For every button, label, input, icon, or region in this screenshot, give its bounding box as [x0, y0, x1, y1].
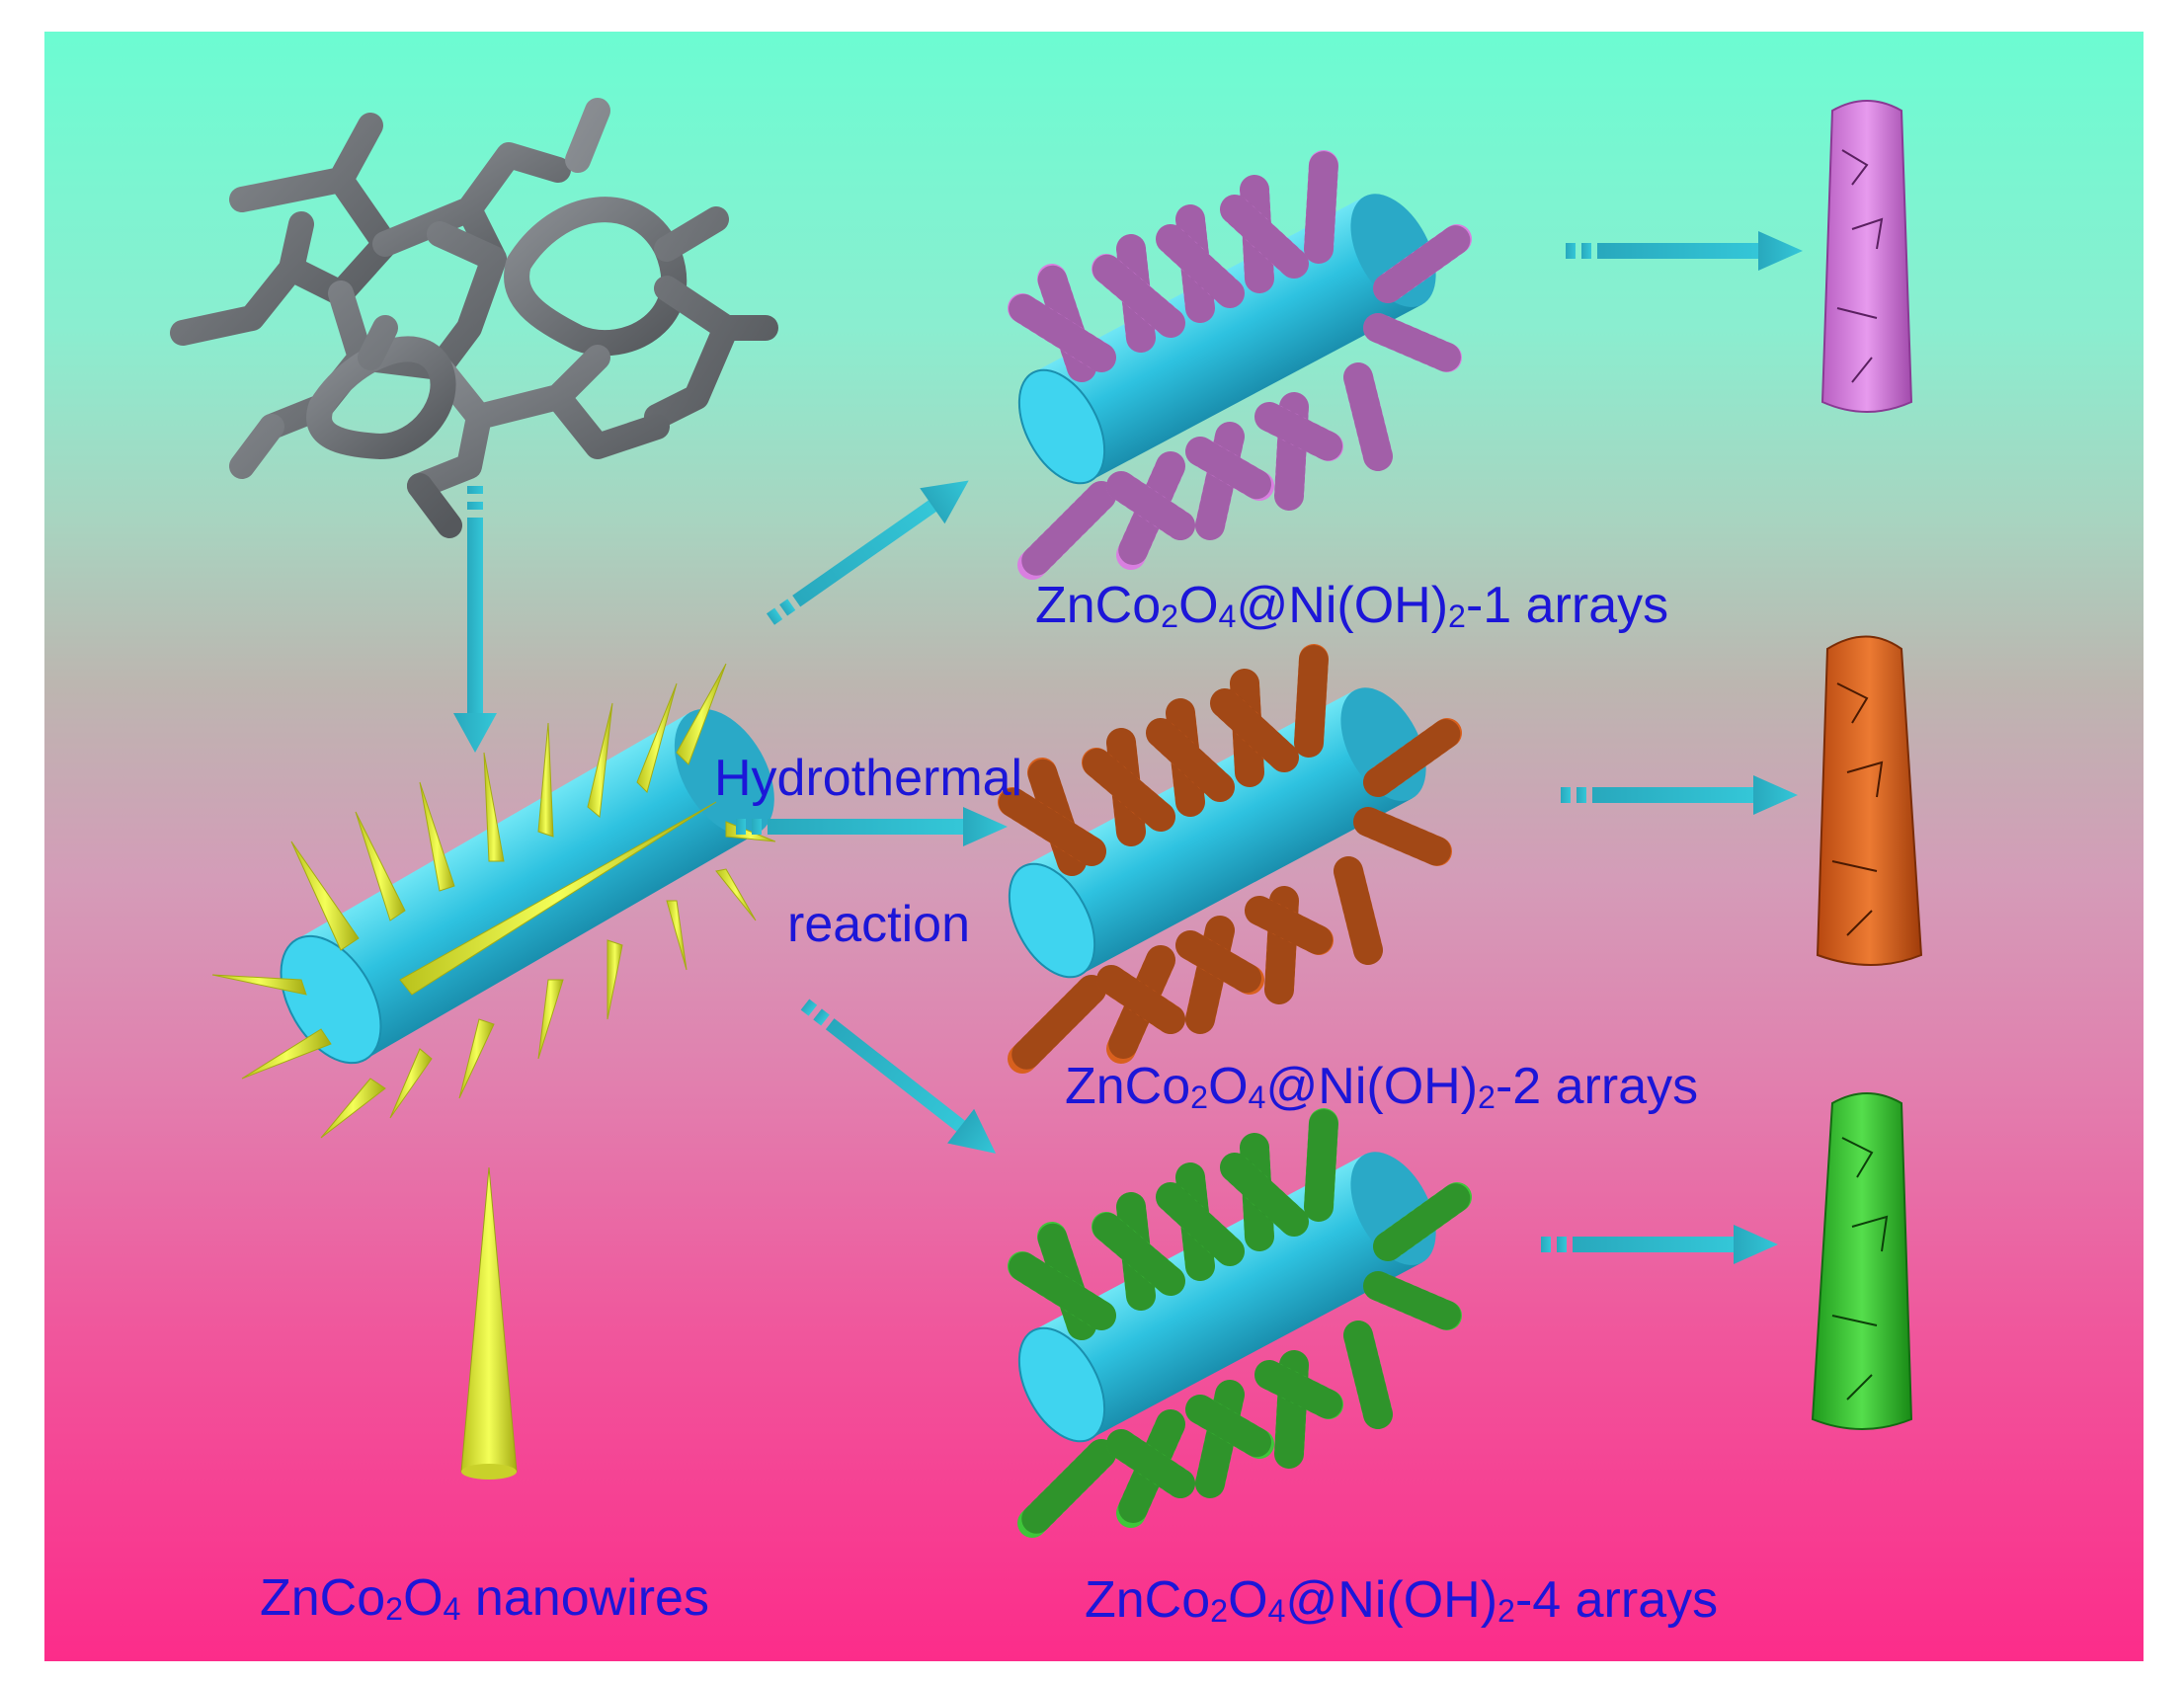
- coated-branch: [1363, 1271, 1462, 1330]
- label-subscript: 2: [1448, 598, 1466, 634]
- label-text: O: [1208, 1058, 1249, 1115]
- label-text: @Ni(OH): [1265, 1058, 1479, 1115]
- label-subscript: 2: [1478, 1079, 1496, 1115]
- coated-branch: [1017, 1439, 1116, 1538]
- label-subscript: 2: [1497, 1592, 1515, 1629]
- label-text: O: [403, 1569, 444, 1627]
- coated-branch: [1334, 856, 1383, 965]
- coated-branch: [1220, 195, 1309, 279]
- label-array-1: ZnCo2O4@Ni(OH)2-1 arrays: [1035, 580, 1668, 632]
- coated-branch: [1363, 718, 1462, 797]
- schematic-drawing: [170, 98, 1923, 1538]
- label-subscript: 2: [1210, 1592, 1229, 1629]
- coated-branch: [1185, 437, 1274, 501]
- core-shell-rod-icon: [1811, 1092, 1913, 1430]
- label-array-4: ZnCo2O4@Ni(OH)2-4 arrays: [1085, 1574, 1718, 1627]
- coated-branch: [1092, 254, 1185, 338]
- label-text: ZnCo: [1035, 577, 1162, 634]
- coated-branch: [1106, 471, 1195, 540]
- coated-branch: [1106, 1429, 1195, 1498]
- coated-branch: [1245, 896, 1334, 955]
- core-shell-rod-icon: [1820, 100, 1913, 413]
- label-subscript: 4: [1267, 1592, 1286, 1629]
- process-arrow-icon: [736, 480, 1008, 1154]
- coated-branch: [1008, 293, 1116, 372]
- coated-branch: [1304, 1108, 1338, 1222]
- coated-branch: [1008, 1251, 1116, 1330]
- coated-branch: [1008, 975, 1106, 1074]
- label-text: -1 arrays: [1465, 577, 1669, 634]
- coated-branch: [1210, 688, 1299, 772]
- schematic-panel: Hydrothermal reaction ZnCo2O4@Ni(OH)2-1 …: [44, 32, 2144, 1661]
- label-text: -4 arrays: [1514, 1571, 1719, 1629]
- coated-branch: [1254, 402, 1343, 461]
- label-text: @Ni(OH): [1285, 1571, 1498, 1629]
- label-subscript: 4: [1218, 598, 1237, 634]
- coated-branch: [1373, 224, 1472, 303]
- coated-branch: [1363, 313, 1462, 372]
- label-hydrothermal: Hydrothermal: [714, 750, 1023, 807]
- label-text: O: [1178, 577, 1219, 634]
- label-text: O: [1228, 1571, 1268, 1629]
- coated-branch: [1294, 644, 1329, 758]
- label-subscript: 4: [443, 1590, 461, 1627]
- process-arrow-icon: [1541, 231, 1803, 1264]
- coated-branch: [1156, 224, 1245, 308]
- coated-branch: [1146, 718, 1235, 802]
- label-subscript: 2: [1190, 1079, 1209, 1115]
- coated-branch: [1343, 362, 1393, 471]
- label-text: nanowires: [460, 1569, 709, 1627]
- coated-branch: [1304, 150, 1338, 264]
- coated-branch: [1092, 1212, 1185, 1296]
- coated-branch: [1096, 965, 1185, 1034]
- core-shell-rod-icon: [1816, 635, 1923, 966]
- label-text: -2 arrays: [1495, 1058, 1699, 1115]
- coated-branch: [1082, 748, 1175, 832]
- label-subscript: 2: [1161, 598, 1179, 634]
- coated-branch: [1220, 1153, 1309, 1237]
- coated-branch: [1156, 1182, 1245, 1266]
- label-text: ZnCo: [1085, 1571, 1211, 1629]
- label-text: @Ni(OH): [1236, 577, 1449, 634]
- core-shell-array-icon: [998, 644, 1462, 1074]
- nickel-foam-icon: [170, 98, 778, 538]
- coated-branch: [1185, 1395, 1274, 1459]
- nanowire-cylinder-icon: [211, 663, 776, 1139]
- coated-branch: [1254, 1360, 1343, 1419]
- label-reaction: reaction: [787, 896, 970, 953]
- coated-branch: [1343, 1321, 1393, 1429]
- label-text: ZnCo: [260, 1569, 386, 1627]
- coated-branch: [998, 787, 1106, 866]
- coated-branch: [1017, 481, 1116, 580]
- process-arrow-icon: [453, 486, 497, 753]
- label-subscript: 4: [1248, 1079, 1266, 1115]
- label-subscript: 2: [385, 1590, 404, 1627]
- coated-branch: [1353, 807, 1452, 866]
- coated-branch: [1373, 1182, 1472, 1261]
- coated-branch: [1175, 930, 1264, 995]
- core-shell-array-icon: [1008, 150, 1472, 580]
- label-text: ZnCo: [1065, 1058, 1191, 1115]
- label-array-2: ZnCo2O4@Ni(OH)2-2 arrays: [1065, 1061, 1698, 1113]
- core-shell-array-icon: [1008, 1108, 1472, 1538]
- label-nanowires: ZnCo2O4 nanowires: [260, 1572, 709, 1625]
- nanowire-cone-icon: [460, 1166, 518, 1480]
